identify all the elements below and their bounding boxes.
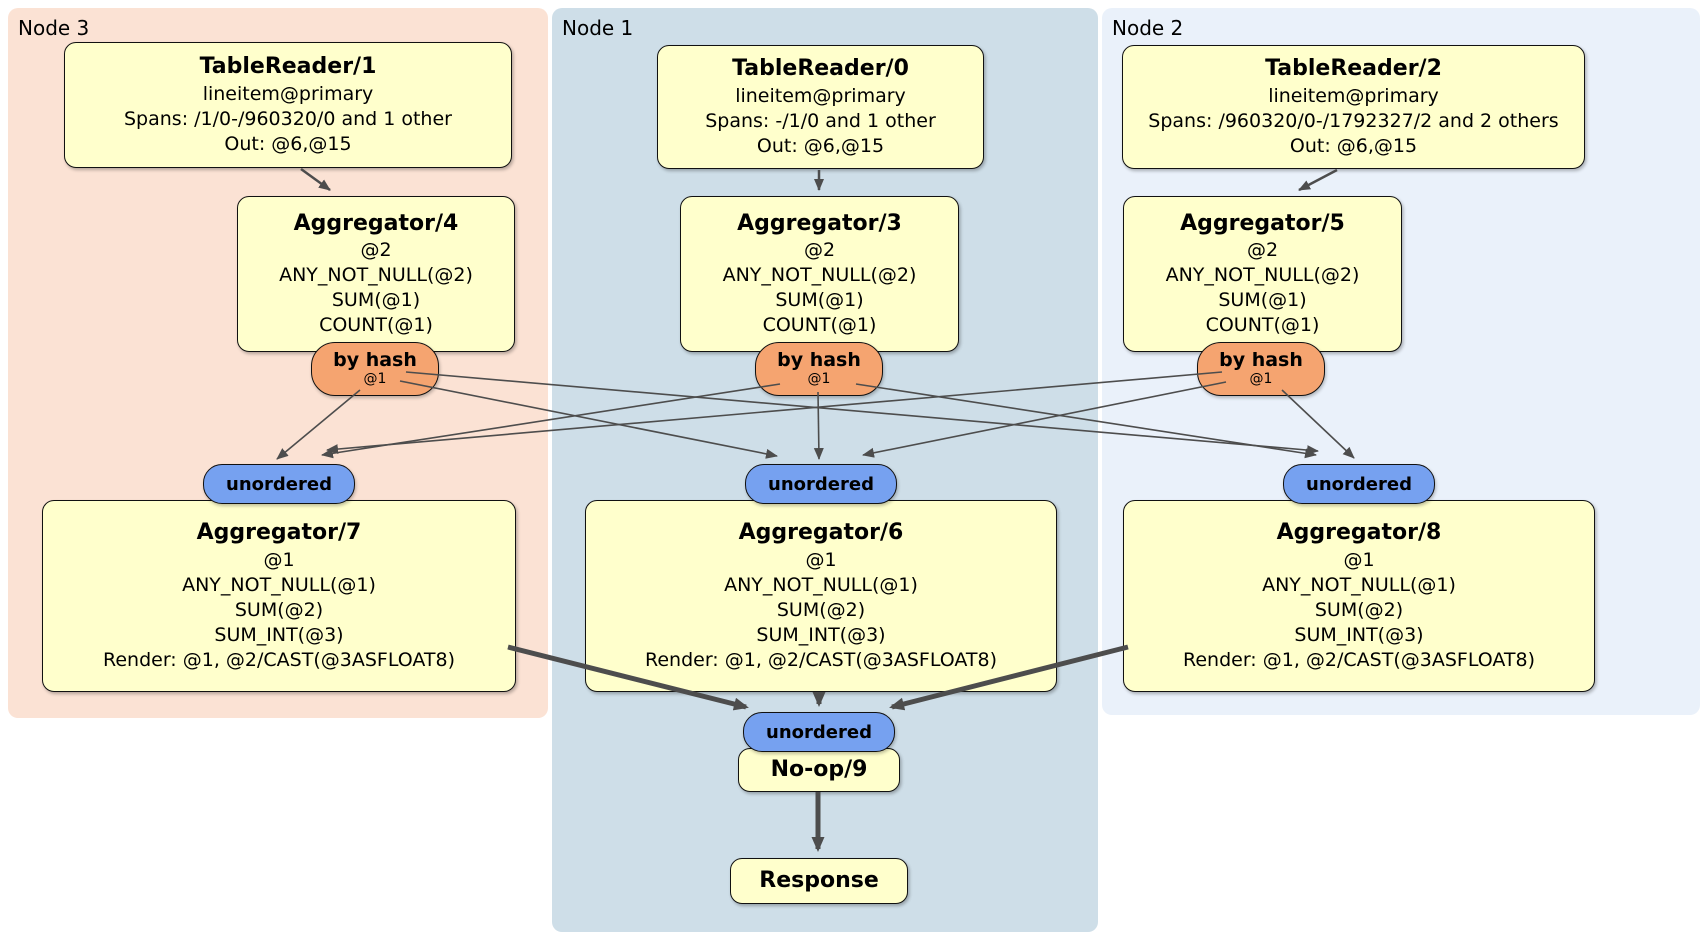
processor-title: Response	[759, 867, 879, 893]
processor-detail: SUM_INT(@3)	[756, 623, 886, 646]
processor-detail: ANY_NOT_NULL(@1)	[724, 573, 918, 596]
processor-detail: SUM(@2)	[776, 598, 866, 621]
processor-noop-9: No-op/9	[738, 748, 900, 792]
processor-detail: Spans: -/1/0 and 1 other	[705, 109, 936, 132]
processor-detail: Out: @6,@15	[1289, 134, 1418, 157]
processor-detail: lineitem@primary	[202, 82, 374, 105]
router-by-hash-4: by hash @1	[311, 342, 439, 396]
processor-detail: SUM(@2)	[234, 598, 324, 621]
router-key: @1	[363, 371, 387, 388]
router-by-hash-5: by hash @1	[1197, 342, 1325, 396]
processor-detail: COUNT(@1)	[1205, 314, 1320, 337]
processor-title: TableReader/2	[1265, 56, 1442, 82]
processor-detail: Out: @6,@15	[224, 132, 352, 155]
processor-title: TableReader/0	[732, 56, 909, 82]
processor-detail: SUM(@1)	[1218, 289, 1307, 312]
processor-detail: @2	[1246, 239, 1279, 262]
processor-detail: SUM(@2)	[1314, 598, 1404, 621]
sync-unordered-6: unordered	[745, 464, 897, 504]
processor-response: Response	[730, 858, 908, 904]
processor-detail: COUNT(@1)	[762, 314, 877, 337]
processor-detail: @2	[803, 239, 836, 262]
sync-unordered-7: unordered	[203, 464, 355, 504]
processor-detail: ANY_NOT_NULL(@2)	[1165, 264, 1360, 287]
processor-detail: Out: @6,@15	[756, 134, 885, 157]
processor-detail: SUM_INT(@3)	[1294, 623, 1424, 646]
processor-title: No-op/9	[770, 756, 868, 782]
router-label: by hash	[777, 349, 861, 372]
processor-detail: @1	[1343, 548, 1375, 571]
processor-detail: Render: @1, @2/CAST(@3ASFLOAT8)	[103, 648, 455, 671]
processor-detail: @2	[360, 239, 392, 262]
processor-title: Aggregator/4	[293, 210, 459, 236]
processor-title: Aggregator/8	[1276, 520, 1442, 545]
processor-title: Aggregator/7	[196, 520, 362, 545]
processor-detail: ANY_NOT_NULL(@2)	[722, 264, 917, 287]
processor-detail: COUNT(@1)	[319, 314, 433, 337]
processor-aggregator-4: Aggregator/4 @2 ANY_NOT_NULL(@2) SUM(@1)…	[237, 196, 515, 352]
router-by-hash-3: by hash @1	[755, 342, 883, 396]
processor-title: Aggregator/3	[737, 210, 902, 236]
region-node3-label: Node 3	[18, 16, 90, 40]
processor-detail: SUM(@1)	[775, 289, 864, 312]
processor-tablereader-0: TableReader/0 lineitem@primary Spans: -/…	[657, 45, 984, 169]
processor-detail: Spans: /1/0-/960320/0 and 1 other	[124, 107, 452, 130]
processor-tablereader-1: TableReader/1 lineitem@primary Spans: /1…	[64, 42, 512, 168]
processor-detail: lineitem@primary	[1268, 84, 1439, 107]
region-node1-label: Node 1	[562, 16, 634, 40]
processor-tablereader-2: TableReader/2 lineitem@primary Spans: /9…	[1122, 45, 1585, 169]
sync-label: unordered	[1306, 473, 1412, 495]
processor-title: Aggregator/5	[1180, 210, 1345, 236]
processor-aggregator-6: Aggregator/6 @1 ANY_NOT_NULL(@1) SUM(@2)…	[585, 500, 1057, 692]
router-label: by hash	[333, 349, 417, 372]
processor-aggregator-8: Aggregator/8 @1 ANY_NOT_NULL(@1) SUM(@2)…	[1123, 500, 1595, 692]
processor-detail: ANY_NOT_NULL(@2)	[279, 264, 473, 287]
router-key: @1	[807, 371, 831, 388]
processor-aggregator-3: Aggregator/3 @2 ANY_NOT_NULL(@2) SUM(@1)…	[680, 196, 959, 352]
processor-detail: Spans: /960320/0-/1792327/2 and 2 others	[1148, 109, 1559, 132]
processor-detail: Render: @1, @2/CAST(@3ASFLOAT8)	[645, 648, 997, 671]
router-label: by hash	[1219, 349, 1303, 372]
processor-detail: SUM_INT(@3)	[214, 623, 344, 646]
processor-detail: @1	[805, 548, 837, 571]
processor-title: TableReader/1	[199, 54, 377, 80]
processor-aggregator-5: Aggregator/5 @2 ANY_NOT_NULL(@2) SUM(@1)…	[1123, 196, 1402, 352]
sync-label: unordered	[768, 473, 874, 495]
processor-aggregator-7: Aggregator/7 @1 ANY_NOT_NULL(@1) SUM(@2)…	[42, 500, 516, 692]
sync-label: unordered	[226, 473, 332, 495]
processor-detail: lineitem@primary	[735, 84, 906, 107]
processor-detail: ANY_NOT_NULL(@1)	[1262, 573, 1456, 596]
processor-detail: Render: @1, @2/CAST(@3ASFLOAT8)	[1183, 648, 1535, 671]
processor-detail: SUM(@1)	[331, 289, 421, 312]
router-key: @1	[1249, 371, 1273, 388]
region-node2-label: Node 2	[1112, 16, 1184, 40]
sync-unordered-8: unordered	[1283, 464, 1435, 504]
processor-detail: ANY_NOT_NULL(@1)	[182, 573, 376, 596]
processor-detail: @1	[263, 548, 295, 571]
sync-label: unordered	[766, 721, 872, 743]
processor-title: Aggregator/6	[738, 520, 904, 545]
sync-unordered-final: unordered	[743, 712, 895, 752]
